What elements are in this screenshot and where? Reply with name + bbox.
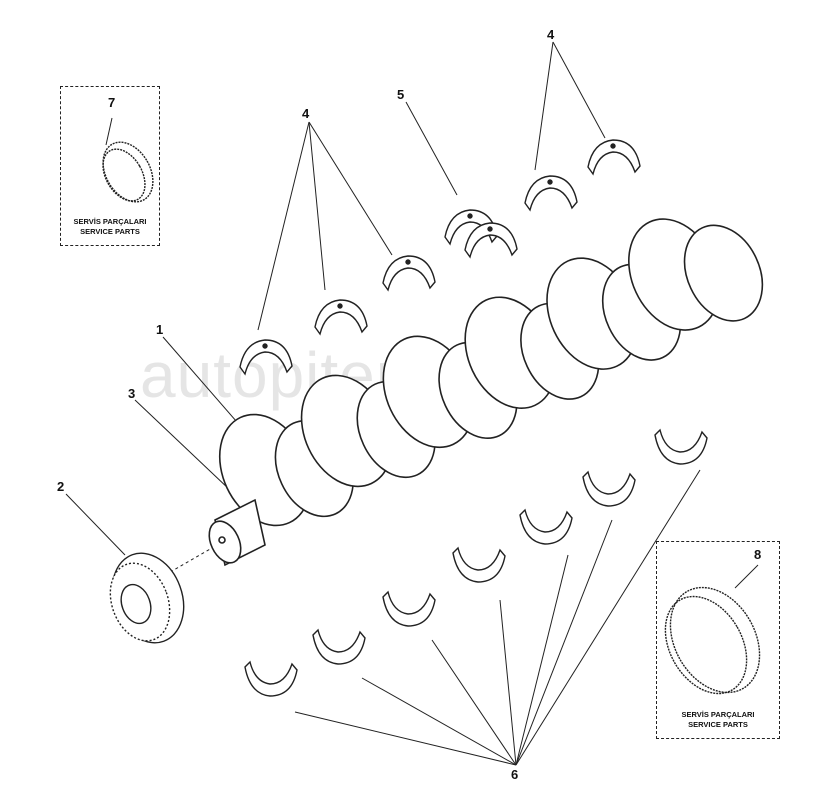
leader-line [405,101,458,196]
lower-main-bearing-shell [582,470,636,507]
leader-line [65,493,126,556]
seal-ring-7-inner [102,148,146,202]
leader-line [308,121,326,291]
callout-2: 2 [57,479,65,494]
leader-line [308,121,393,256]
leader-line [552,41,606,139]
service-label-en: SERVICE PARTS [80,227,140,236]
leader-lines [65,41,759,766]
leader-line [105,117,113,146]
crankshaft-gear [109,552,185,644]
seal-ring-7 [102,141,154,203]
leader-line [534,41,554,171]
crank-nose-hole [218,536,226,544]
oil-hole [467,213,473,219]
leader-line [134,399,231,491]
callout-3: 3 [128,386,136,401]
leader-line [515,469,701,766]
oil-hole [337,303,343,309]
callout-8: 8 [754,547,762,562]
upper-main-bearing-shell [239,339,293,376]
leader-line [361,677,517,766]
service-parts-box-8: SERVİS PARÇALARI SERVICE PARTS [656,541,780,739]
upper-main-bearing-shell [587,139,641,176]
upper-main-bearing-shell [444,209,498,246]
oil-hole [547,179,553,185]
callout-4-left: 4 [302,106,310,121]
service-label-tr: SERVİS PARÇALARI [681,710,755,719]
service-parts-box-7: SERVİS PARÇALARI SERVICE PARTS [60,86,160,246]
lower-main-bearing-shell [312,628,366,665]
bearing-shells [239,139,708,697]
callout-5: 5 [397,87,405,102]
upper-main-bearing-shell [464,222,518,259]
lower-main-bearing-shell [519,508,573,545]
callout-1: 1 [156,322,164,337]
oil-hole [610,143,616,149]
leader-line [431,639,517,766]
upper-main-bearing-shell [382,255,436,292]
seal-rings [102,141,761,695]
leader-line [294,711,517,766]
service-label-en: SERVICE PARTS [688,720,748,729]
seal-ring-8-inner [664,595,748,695]
lower-main-bearing-shell [244,660,298,697]
service-label-tr: SERVİS PARÇALARI [73,217,147,226]
upper-main-bearing-shell [314,299,368,336]
crank-web [683,224,764,322]
leader-line [515,554,569,766]
lower-main-bearing-shell [452,546,506,583]
upper-main-bearing-shell [524,175,578,212]
oil-hole [405,259,411,265]
leader-line [734,564,759,589]
seal-ring-8 [669,586,761,694]
callout-6: 6 [511,767,519,782]
leader-line [515,519,613,766]
crankshaft [164,218,764,576]
lower-main-bearing-shell [382,590,436,627]
callout-4-right: 4 [547,27,555,42]
callout-7: 7 [108,95,116,110]
leader-line [499,599,517,766]
gear-bore [120,583,152,625]
lower-main-bearing-shell [654,428,708,465]
oil-hole [262,343,268,349]
leader-line [257,121,310,331]
oil-hole [487,226,493,232]
